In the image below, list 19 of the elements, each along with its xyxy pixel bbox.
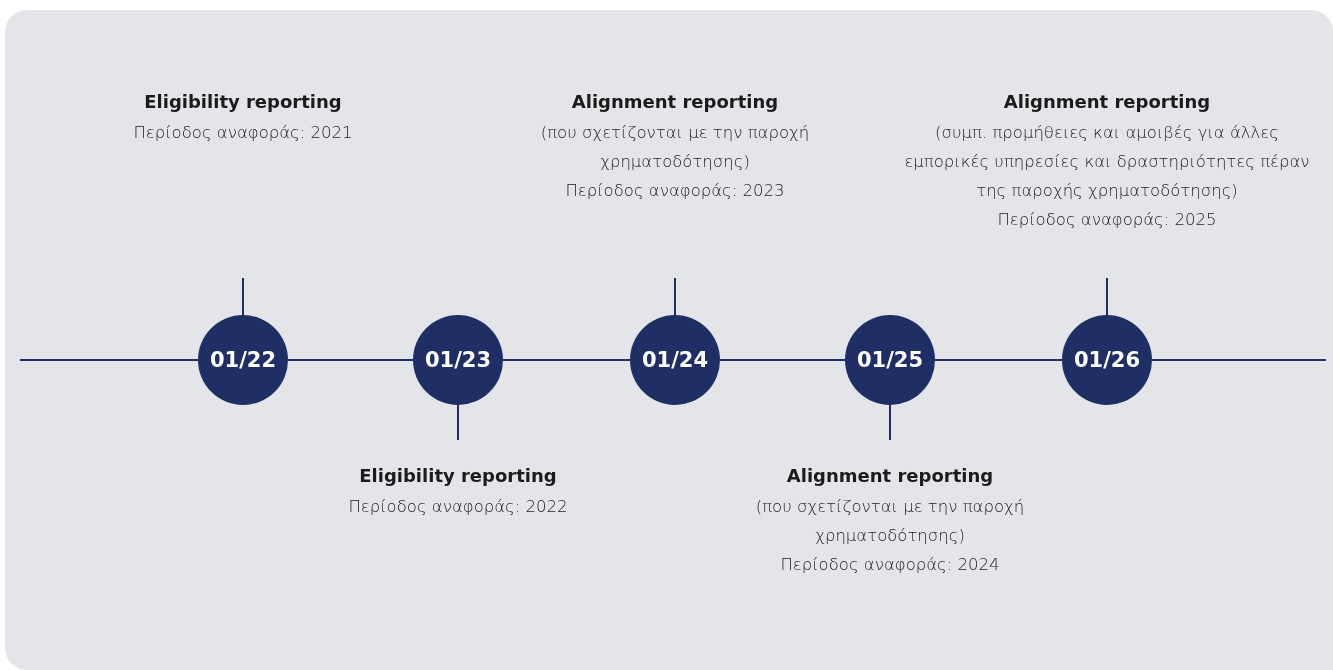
timeline-line: [502, 359, 631, 361]
timeline-line: [19, 359, 199, 361]
milestone-heading: Eligibility reporting: [359, 464, 557, 488]
milestone-text: Περίοδος αναφοράς: 2022: [348, 496, 568, 518]
milestone-heading: Eligibility reporting: [144, 90, 342, 114]
milestone-heading: Alignment reporting: [786, 464, 994, 488]
timeline-line: [719, 359, 846, 361]
timeline-line: [1151, 359, 1327, 361]
milestone-text: (που σχετίζονται με την παροχή χρηματοδότησης): [540, 122, 810, 173]
milestone-text: (που σχετίζονται με την παροχή χρηματοδότησης): [755, 496, 1025, 547]
timeline-line: [287, 359, 414, 361]
timeline-line: [934, 359, 1063, 361]
milestone-heading: Alignment reporting: [1003, 90, 1211, 114]
milestone-text: Περίοδος αναφοράς: 2024: [780, 554, 1000, 576]
milestone-text: Περίοδος αναφοράς: 2025: [997, 209, 1217, 231]
milestone-text: Περίοδος αναφοράς: 2021: [133, 122, 353, 144]
milestone-heading: Alignment reporting: [571, 90, 779, 114]
milestone-text: Περίοδος αναφοράς: 2023: [565, 180, 785, 202]
milestone-text: (συμπ. προμήθειες και αμοιβές για άλλες εμπορικές υπηρεσίες και δραστηριότητες πέραν της παροχής χρηματοδότησης): [903, 122, 1311, 202]
